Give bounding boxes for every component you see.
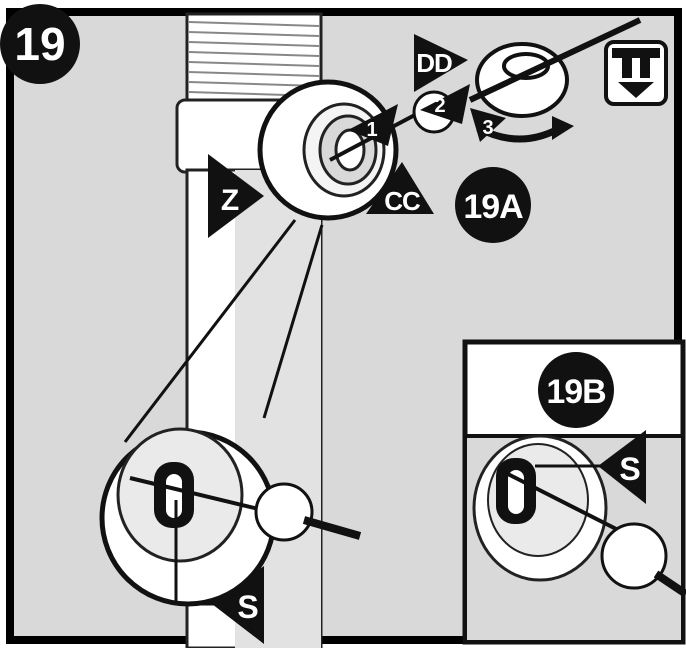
step-number: 19 xyxy=(14,18,65,70)
inset-19b-badge: 19B xyxy=(538,352,614,428)
inset-19a-badge: 19A xyxy=(455,167,531,243)
zoom-leader-left xyxy=(123,219,297,443)
callout-s-main-label: S xyxy=(237,589,258,625)
callout-dd: DD xyxy=(414,34,468,92)
sequence-arrow-2: 2 xyxy=(420,84,470,124)
callout-s-inset: S xyxy=(598,430,646,504)
inset-19a-label: 19A xyxy=(463,188,523,226)
rotate-arrow-head xyxy=(552,116,574,140)
sequence-3-label: 3 xyxy=(482,117,493,139)
callout-s-main: S xyxy=(212,566,264,644)
sequence-arrow-3: 3 xyxy=(470,108,506,142)
callout-cc-label: CC xyxy=(384,186,421,216)
step-badge: 19 xyxy=(0,4,80,84)
callout-cc: CC xyxy=(366,162,434,216)
slot-zoom-circle xyxy=(99,427,362,607)
sequence-2-label: 2 xyxy=(434,95,445,117)
dispenser-icon xyxy=(604,40,668,106)
inset-19b-label: 19B xyxy=(546,373,606,411)
callout-z: Z xyxy=(208,154,264,238)
zoom-leader-right xyxy=(262,224,324,419)
sequence-arrow-1: 1 xyxy=(348,104,398,146)
callout-s-inset-label: S xyxy=(619,451,640,487)
callout-dd-label: DD xyxy=(416,48,452,78)
callout-z-label: Z xyxy=(221,184,239,217)
sequence-1-label: 1 xyxy=(366,119,377,141)
